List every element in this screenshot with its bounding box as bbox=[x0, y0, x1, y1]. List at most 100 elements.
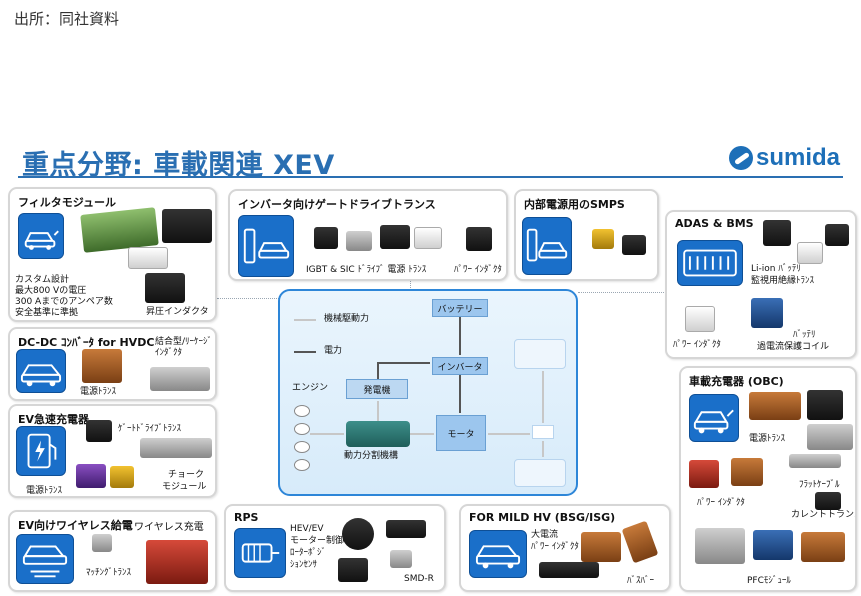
filter-module-image bbox=[128, 247, 168, 269]
panel-title: DC-DC ｺﾝﾊﾞｰﾀ for HVDC bbox=[18, 336, 155, 349]
filter-desc: カスタム設計 bbox=[15, 275, 70, 285]
engine-cylinder bbox=[294, 459, 310, 471]
rps-label: ｼｮﾝｾﾝｻ bbox=[290, 560, 318, 570]
current-transformer-label: カレントトランス bbox=[791, 510, 857, 520]
gate-transformer-image bbox=[346, 231, 372, 251]
battery-coil-label: ﾊﾞｯﾃﾘ bbox=[793, 330, 816, 340]
title-rule bbox=[18, 176, 843, 178]
filter-desc: 300 Aまでのアンペア数 bbox=[15, 297, 113, 307]
power-transformer-image bbox=[110, 466, 134, 488]
panel-title: ADAS & BMS bbox=[675, 217, 754, 230]
connector-line bbox=[217, 298, 279, 299]
connector-line bbox=[410, 272, 411, 290]
wheel-shape bbox=[514, 459, 566, 487]
liion-transformer-image bbox=[825, 224, 849, 246]
motor-icon bbox=[234, 528, 286, 578]
rotor-sensor-image bbox=[338, 558, 368, 582]
panel-ev-quick-charger: EV急速充電器 ｹﾞｰﾄﾄﾞﾗｲﾌﾞﾄﾗﾝｽ チョーク モジュール 電源ﾄﾗﾝｽ bbox=[8, 404, 217, 498]
wheel-shape bbox=[514, 339, 566, 369]
power-transformer-image bbox=[82, 349, 122, 383]
ev-charging-icon bbox=[689, 394, 739, 442]
panel-dcdc-converter: DC-DC ｺﾝﾊﾞｰﾀ for HVDC 結合型/ﾘｰｹｰｼﾞ ｲﾝﾀﾞｸﾀ … bbox=[8, 327, 217, 401]
axle-box bbox=[532, 425, 554, 439]
generator-box: 発電機 bbox=[346, 379, 408, 399]
coupled-inductor-label: 結合型/ﾘｰｹｰｼﾞ bbox=[155, 337, 213, 347]
ev-car-icon bbox=[16, 349, 66, 393]
battery-box: バッテリー bbox=[432, 299, 488, 317]
matching-transformer-image bbox=[92, 534, 112, 552]
legend-mech-arrow bbox=[294, 319, 316, 321]
flat-cable-label: ﾌﾗｯﾄｹｰﾌﾞﾙ bbox=[799, 480, 840, 490]
choke-module-image bbox=[140, 438, 212, 458]
page-title: 重点分野: 車載関連 XEV bbox=[22, 150, 335, 181]
overcurrent-coil-image bbox=[751, 298, 783, 328]
power-transformer-image bbox=[76, 464, 106, 488]
liion-label: 監視用絶縁ﾄﾗﾝｽ bbox=[751, 276, 815, 286]
smd-r-label: SMD-R bbox=[404, 574, 434, 584]
charging-station-icon bbox=[16, 426, 66, 476]
inverter-box: インバータ bbox=[432, 357, 488, 375]
engine-label: エンジン bbox=[292, 383, 329, 393]
legend-elec-label: 電力 bbox=[324, 346, 343, 356]
sumida-logo: sumida bbox=[729, 144, 840, 172]
current-transformer-image bbox=[815, 492, 841, 510]
ev-car-icon bbox=[469, 530, 527, 578]
ev-charging-icon bbox=[522, 217, 572, 275]
ev-charging-icon bbox=[238, 215, 294, 277]
panel-title: RPS bbox=[234, 511, 259, 524]
panel-adas-bms: ADAS & BMS Li-ion ﾊﾞｯﾃﾘ 監視用絶縁ﾄﾗﾝｽ ﾊﾟﾜｰ ｲ… bbox=[665, 210, 857, 359]
battery-icon bbox=[677, 240, 743, 286]
rotor-sensor-image bbox=[386, 520, 426, 538]
liion-label: Li-ion ﾊﾞｯﾃﾘ bbox=[751, 264, 801, 274]
rps-label: ﾛｰﾀｰﾎﾟｼﾞ bbox=[290, 548, 327, 558]
panel-title: EV急速充電器 bbox=[18, 413, 90, 426]
flat-cable-image bbox=[789, 454, 841, 468]
mild-label: 大電流 bbox=[531, 530, 559, 540]
wireless-charge-label: ワイヤレス充電 bbox=[134, 522, 204, 533]
filter-desc: 最大800 Vの電圧 bbox=[15, 286, 87, 296]
high-current-inductor-image bbox=[581, 532, 621, 562]
engine-cylinder bbox=[294, 441, 310, 453]
connector-line bbox=[578, 292, 664, 293]
mild-label: ﾊﾟﾜｰ ｲﾝﾀﾞｸﾀ bbox=[531, 542, 579, 552]
smps-transformer-image bbox=[622, 235, 646, 255]
panel-title: 内部電源用のSMPS bbox=[524, 198, 625, 211]
boost-inductor-label: 昇圧インダクタ bbox=[146, 307, 209, 317]
panel-filter-module: フィルタモジュール カスタム設計 最大800 Vの電圧 300 Aまでのアンペア… bbox=[8, 187, 217, 322]
panel-title: インバータ向けゲートドライブトランス bbox=[238, 198, 436, 211]
panel-mild-hv: FOR MILD HV (BSG/ISG) 大電流 ﾊﾟﾜｰ ｲﾝﾀﾞｸﾀ ﾊﾞ… bbox=[459, 504, 671, 592]
engine-cylinder bbox=[294, 423, 310, 435]
rps-label: モーター制御･ bbox=[290, 536, 349, 546]
source-note: 出所：同社資料 bbox=[14, 10, 120, 28]
engine-cylinder bbox=[294, 405, 310, 417]
power-inductor-image bbox=[685, 306, 715, 332]
pfc-module-image bbox=[695, 528, 745, 564]
high-current-inductor-image bbox=[539, 562, 599, 578]
pfc-module-label: PFCﾓｼﾞｭｰﾙ bbox=[747, 576, 791, 586]
busbar-label: ﾊﾞｽﾊﾞｰ bbox=[627, 576, 655, 586]
filter-desc: 安全基準に準拠 bbox=[15, 308, 79, 318]
panel-wireless-charging: EV向けワイヤレス給電 ワイヤレス充電 ﾏｯﾁﾝｸﾞﾄﾗﾝｽ bbox=[8, 510, 217, 592]
coupled-inductor-label: ｲﾝﾀﾞｸﾀ bbox=[155, 348, 183, 358]
power-inductor-image bbox=[689, 460, 719, 488]
liion-transformer-image bbox=[763, 220, 791, 246]
gate-transformer-image bbox=[86, 420, 112, 442]
power-inductor-label: ﾊﾟﾜｰ ｲﾝﾀﾞｸﾀ bbox=[673, 340, 721, 350]
power-transformer-image bbox=[807, 424, 853, 450]
rps-label: HEV/EV bbox=[290, 524, 324, 534]
boost-inductor-image bbox=[145, 273, 185, 303]
filter-module-image bbox=[162, 209, 212, 243]
power-transformer-label: 電源ﾄﾗﾝｽ bbox=[80, 387, 117, 397]
wireless-car-icon bbox=[16, 534, 74, 584]
flow-arrows bbox=[310, 317, 544, 457]
power-split-box bbox=[346, 421, 410, 447]
panel-title: 車載充電器 (OBC) bbox=[689, 375, 784, 388]
power-inductor-image bbox=[466, 227, 492, 251]
gate-transformer-image bbox=[380, 225, 410, 249]
matching-transformer-label: ﾏｯﾁﾝｸﾞﾄﾗﾝｽ bbox=[86, 568, 132, 578]
ev-charging-icon bbox=[18, 213, 64, 259]
pfc-module-image bbox=[753, 530, 793, 560]
panel-title: EV向けワイヤレス給電 bbox=[18, 519, 133, 532]
wireless-charger-image bbox=[146, 540, 208, 584]
power-inductor-label: ﾊﾟﾜｰ ｲﾝﾀﾞｸﾀ bbox=[454, 265, 502, 275]
